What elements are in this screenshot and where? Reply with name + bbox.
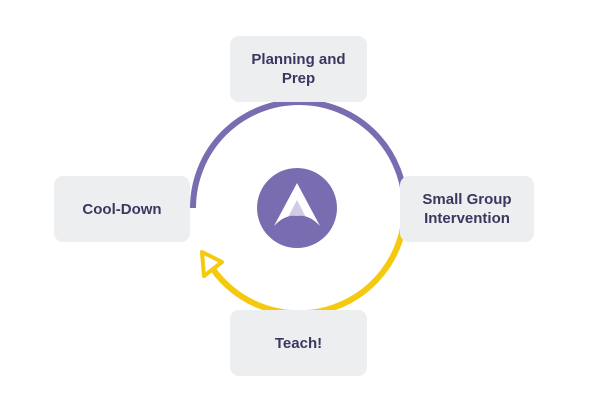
step-card-cool-down: Cool-Down: [54, 176, 190, 242]
step-label-cool-down: Cool-Down: [82, 200, 162, 218]
cycle-arc-top: [190, 99, 408, 209]
step-label-small-group: Small Group Intervention: [422, 191, 512, 227]
cycle-arc-bottom: [204, 207, 408, 317]
step-label-teach: Teach!: [274, 334, 323, 352]
step-card-small-group: Small Group Intervention: [400, 176, 534, 242]
step-card-teach: Teach!: [230, 310, 367, 376]
step-card-planning: Planning and Prep: [230, 36, 367, 102]
triangle-logo-icon: [257, 168, 337, 248]
cycle-arrowhead-icon: [200, 250, 224, 278]
step-label-planning: Planning and Prep: [251, 51, 346, 87]
